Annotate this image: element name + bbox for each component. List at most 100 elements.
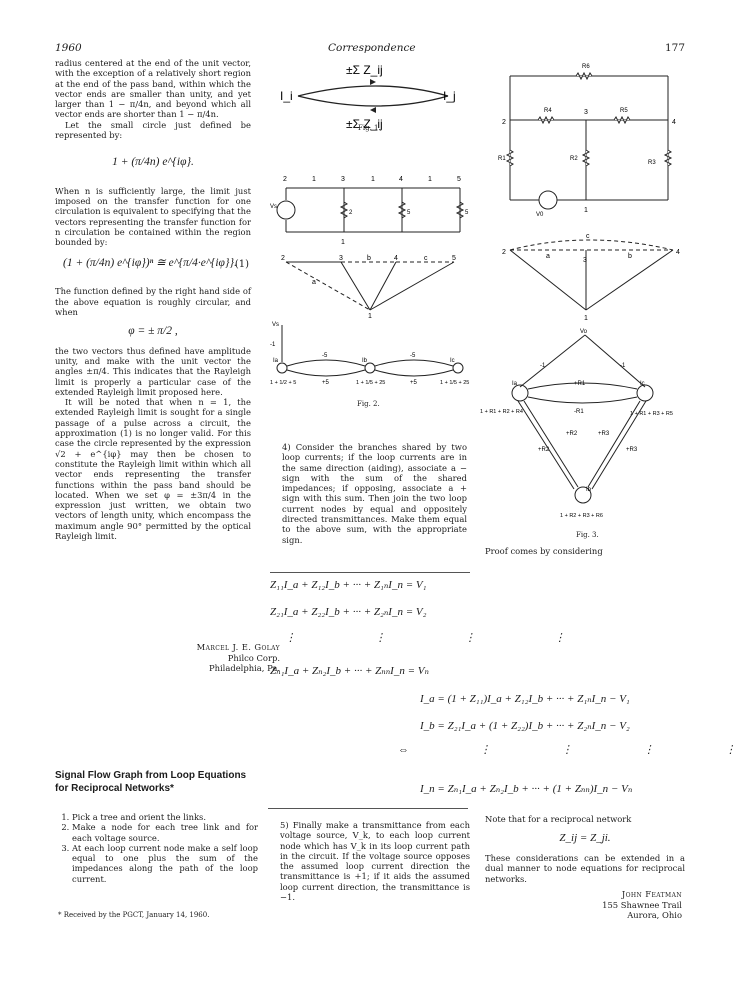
arrowhead — [370, 79, 376, 85]
svg-text:Ib: Ib — [586, 487, 592, 493]
svg-text:-1: -1 — [620, 363, 626, 369]
svg-text:3: 3 — [583, 257, 587, 264]
svg-text:+5: +5 — [322, 380, 330, 386]
fig2-caption: Fig. 2. — [357, 400, 380, 408]
eq-row: Z₁₁I_a + Z₁₂I_b + ··· + Z₁ₙI_n = V₁ — [270, 579, 427, 591]
svg-text:-1: -1 — [270, 342, 276, 348]
svg-text:5: 5 — [452, 255, 456, 262]
fig1-bottom-label: ±Σ Z_ij — [346, 117, 383, 131]
lower-branch — [297, 95, 449, 107]
svg-text:4: 4 — [394, 255, 398, 262]
svg-text:R4: R4 — [544, 108, 552, 114]
svg-text:3: 3 — [584, 109, 588, 116]
eq-row-dots: ⇔ ⋮ ⋮ ⋮ ⋮ — [398, 744, 755, 756]
svg-text:1 + R2 + R3 + R6: 1 + R2 + R3 + R6 — [560, 513, 603, 519]
svg-text:5: 5 — [465, 210, 469, 216]
eq-row: I_a = (1 + Z₁₁)I_a + Z₁₂I_b + ··· + Z₁ₙI… — [420, 693, 630, 705]
figure-flow-graph-3: Vo -1 -1 Ia Ic Ib +R1 -R1 +R2 +R2 +R3 +R… — [480, 329, 673, 519]
signature-golay: Marcel J. E. Golay Philco Corp. Philadel… — [196, 642, 280, 673]
svg-text:Vo: Vo — [580, 329, 588, 335]
fig1-right-node: I_j — [443, 89, 456, 103]
svg-text:Ia: Ia — [512, 381, 518, 387]
arrowhead — [370, 107, 376, 113]
paragraph: the two vectors thus defined have amplit… — [55, 345, 251, 397]
paragraph: When n is sufficiently large, the limit … — [55, 185, 251, 248]
svg-text:R3: R3 — [648, 160, 656, 166]
svg-text:1: 1 — [341, 239, 345, 246]
list-item: Pick a tree and orient the links. — [72, 812, 258, 822]
running-head: Correspondence — [328, 42, 416, 54]
figure-1: ±Σ Z_ij ±Σ Z_ij I_i I_j — [280, 63, 456, 131]
upper-branch — [297, 85, 449, 97]
paragraph: Let the small circle just defined be rep… — [55, 119, 251, 141]
svg-text:2: 2 — [281, 255, 285, 262]
svg-text:V0: V0 — [536, 212, 544, 218]
svg-text:4: 4 — [676, 249, 680, 256]
fig3-caption: Fig. 3. — [576, 531, 599, 539]
svg-text:Ic: Ic — [640, 381, 645, 387]
figure-flow-graph-2: Vs -1 Ia Ib Ic -5 -5 +5 +5 1 + 1/2 + 5 1… — [270, 322, 469, 386]
svg-text:+R3: +R3 — [626, 447, 638, 453]
equation-number: (1) — [234, 259, 249, 271]
svg-text:Vs: Vs — [272, 322, 279, 328]
list-item: At each loop current node make a self lo… — [72, 843, 258, 884]
paragraph: It will be noted that when n = 1, the ex… — [55, 397, 251, 541]
svg-text:2: 2 — [349, 210, 353, 216]
svg-text:-R1: -R1 — [574, 409, 584, 415]
svg-text:1: 1 — [368, 313, 372, 318]
svg-text:R2: R2 — [570, 156, 578, 162]
svg-text:5: 5 — [407, 210, 411, 216]
svg-text:3: 3 — [339, 255, 343, 262]
svg-text:a: a — [312, 279, 316, 286]
eq-row: I_b = Z₂₁I_a + (1 + Z₂₂)I_b + ··· + Z₂ₙI… — [420, 720, 630, 732]
equation: φ = ± π/2 , — [128, 325, 178, 338]
svg-text:1: 1 — [312, 176, 316, 183]
fig1-caption: Fig. 1. — [358, 124, 381, 132]
svg-text:a: a — [546, 253, 550, 260]
paragraph: radius centered at the end of the unit v… — [55, 58, 251, 120]
svg-text:-1: -1 — [540, 363, 546, 369]
note-text: Note that for a reciprocal network — [485, 814, 632, 824]
svg-text:Ib: Ib — [362, 358, 368, 364]
steps-list: Pick a tree and orient the links. Make a… — [58, 812, 258, 884]
svg-text:1: 1 — [371, 176, 375, 183]
article-title: Signal Flow Graph from Loop Equations fo… — [55, 770, 247, 794]
equation-1: (1 + (π/4n) e^{iφ})ⁿ ≅ e^{π/4·e^{iφ}}. — [63, 257, 237, 270]
svg-text:R1: R1 — [498, 156, 506, 162]
svg-text:+5: +5 — [410, 380, 418, 386]
svg-text:4: 4 — [399, 176, 403, 183]
svg-text:+R2: +R2 — [566, 431, 578, 437]
fig1-left-node: I_i — [280, 89, 293, 103]
svg-text:1 + R1 + R2 + R4: 1 + R1 + R2 + R4 — [480, 409, 523, 415]
svg-text:2: 2 — [283, 176, 287, 183]
voltage-source — [276, 200, 296, 220]
svg-text:R5: R5 — [620, 108, 628, 114]
step-5: 5) Finally make a transmittance from eac… — [280, 820, 470, 903]
svg-text:Vs: Vs — [270, 204, 277, 210]
equation: 1 + (π/4n) e^{iφ}. — [112, 156, 194, 169]
svg-text:b: b — [628, 253, 632, 260]
svg-text:c: c — [586, 233, 590, 240]
eq-row-dots: ⋮ ⋮ ⋮ ⋮ — [285, 632, 604, 644]
svg-text:2: 2 — [502, 249, 506, 256]
svg-text:5: 5 — [457, 176, 461, 183]
svg-text:1: 1 — [584, 207, 588, 214]
page-number: 177 — [665, 42, 686, 54]
eq-row: Z₂₁I_a + Z₂₂I_b + ··· + Z₂ₙI_n = V₂ — [270, 606, 427, 618]
step-4: 4) Consider the branches shared by two l… — [282, 442, 467, 545]
eq-row: I_n = Zₙ₁I_a + Zₙ₂I_b + ··· + (1 + Zₙₙ)I… — [420, 783, 633, 795]
svg-text:-5: -5 — [410, 353, 416, 359]
svg-text:+R2: +R2 — [538, 447, 550, 453]
svg-text:Ic: Ic — [450, 358, 455, 364]
signature-featman: John Featman 155 Shawnee Trail Aurora, O… — [602, 889, 682, 920]
svg-text:1 + 1/2 + 5: 1 + 1/2 + 5 — [270, 380, 296, 386]
svg-text:b: b — [367, 255, 371, 262]
proof-text: Proof comes by considering — [485, 546, 603, 556]
svg-text:+R3: +R3 — [598, 431, 610, 437]
footnote: * Received by the PGCT, January 14, 1960… — [58, 911, 210, 919]
paragraph: The function defined by the right hand s… — [55, 286, 251, 318]
figure-ladder-circuit: 2 3 4 5 1 1 1 Vs 2 5 5 1 — [270, 176, 469, 246]
left-column: radius centered at the end of the unit v… — [55, 58, 251, 541]
figure-bridge-circuit: R6 R4 R5 R1 R2 R3 2 3 4 1 V0 — [498, 64, 676, 218]
svg-text:2: 2 — [502, 119, 506, 126]
